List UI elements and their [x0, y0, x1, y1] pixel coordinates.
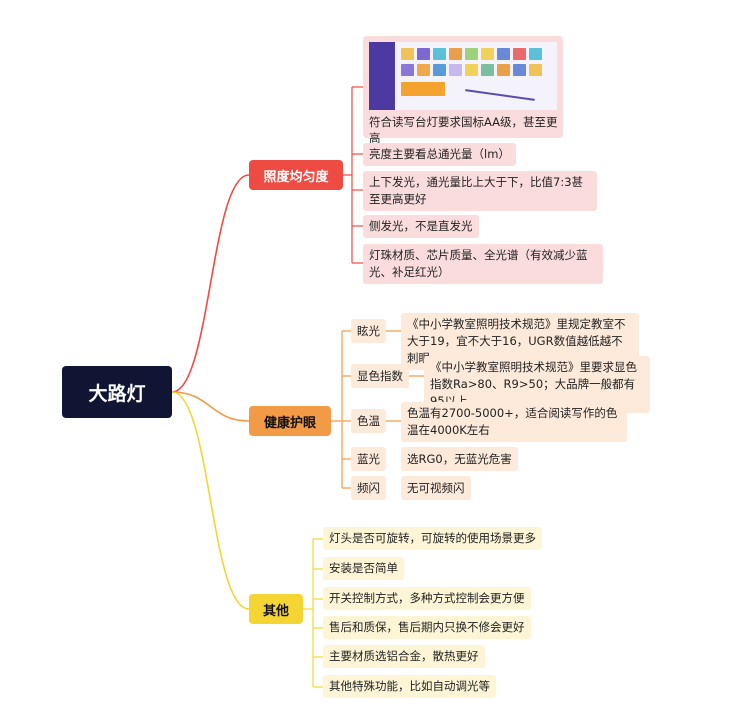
leaf-text: 开关控制方式，多种方式控制会更方便: [329, 590, 525, 607]
branch-other[interactable]: 其他: [249, 594, 303, 624]
eye-care-detail[interactable]: 选RG0，无蓝光危害: [401, 447, 518, 471]
sub-label: 显色指数: [357, 368, 403, 384]
eye-care-sub-glare[interactable]: 眩光: [351, 319, 386, 343]
sub-label: 眩光: [357, 323, 380, 339]
leaf-text: 符合读写台灯要求国标AA级，甚至更高: [369, 114, 563, 146]
illuminance-leaf[interactable]: 灯珠材质、芯片质量、全光谱（有效减少蓝光、补足红光）: [363, 244, 603, 284]
other-leaf[interactable]: 主要材质选铝合金，散热更好: [323, 645, 485, 668]
eye-care-sub-flicker[interactable]: 频闪: [351, 476, 386, 500]
leaf-text: 无可视频闪: [407, 480, 465, 497]
illuminance-leaf[interactable]: 侧发光，不是直发光: [363, 215, 479, 238]
leaf-text: 上下发光，通光量比上大于下，比值7:3甚至更高更好: [369, 174, 591, 208]
illuminance-leaf[interactable]: 亮度主要看总通光量（lm）: [363, 143, 516, 166]
leaf-text: 主要材质选铝合金，散热更好: [329, 648, 479, 665]
other-leaf[interactable]: 开关控制方式，多种方式控制会更方便: [323, 587, 531, 610]
other-leaf[interactable]: 安装是否简单: [323, 557, 404, 580]
leaf-text: 灯珠材质、芯片质量、全光谱（有效减少蓝光、补足红光）: [369, 247, 597, 281]
connector-line: [172, 392, 249, 421]
branch-illuminance[interactable]: 照度均匀度: [249, 160, 343, 190]
leaf-text: 选RG0，无蓝光危害: [407, 451, 512, 468]
root-node[interactable]: 大路灯: [62, 366, 172, 418]
eye-care-sub-cct[interactable]: 色温: [351, 409, 386, 433]
connector-line: [172, 392, 249, 609]
sub-label: 频闪: [357, 480, 380, 496]
branch-label: 其他: [263, 600, 289, 619]
eye-care-sub-bluelight[interactable]: 蓝光: [351, 447, 386, 471]
sub-label: 蓝光: [357, 451, 380, 467]
eye-care-detail[interactable]: 无可视频闪: [401, 476, 471, 500]
other-leaf[interactable]: 其他特殊功能，比如自动调光等: [323, 675, 496, 698]
root-label: 大路灯: [88, 379, 145, 406]
branch-label: 健康护眼: [264, 412, 316, 431]
connector-line: [172, 175, 249, 392]
illuminance-image-card[interactable]: 符合读写台灯要求国标AA级，甚至更高: [363, 36, 563, 138]
standard-document-image: [369, 42, 557, 110]
leaf-text: 售后和质保，售后期内只换不修会更好: [329, 619, 525, 636]
leaf-text: 灯头是否可旋转，可旋转的使用场景更多: [329, 530, 536, 547]
leaf-text: 色温有2700-5000+，适合阅读写作的色温在4000K左右: [407, 405, 621, 439]
other-leaf[interactable]: 售后和质保，售后期内只换不修会更好: [323, 616, 531, 639]
illuminance-leaf[interactable]: 上下发光，通光量比上大于下，比值7:3甚至更高更好: [363, 171, 597, 211]
sub-label: 色温: [357, 413, 380, 429]
eye-care-detail[interactable]: 色温有2700-5000+，适合阅读写作的色温在4000K左右: [401, 402, 627, 442]
leaf-text: 其他特殊功能，比如自动调光等: [329, 678, 490, 695]
leaf-text: 侧发光，不是直发光: [369, 218, 473, 235]
branch-label: 照度均匀度: [263, 166, 328, 185]
other-leaf[interactable]: 灯头是否可旋转，可旋转的使用场景更多: [323, 527, 542, 550]
leaf-text: 安装是否简单: [329, 560, 398, 577]
leaf-text: 亮度主要看总通光量（lm）: [369, 146, 510, 163]
branch-eye-care[interactable]: 健康护眼: [249, 406, 331, 436]
eye-care-sub-cri[interactable]: 显色指数: [351, 364, 409, 388]
